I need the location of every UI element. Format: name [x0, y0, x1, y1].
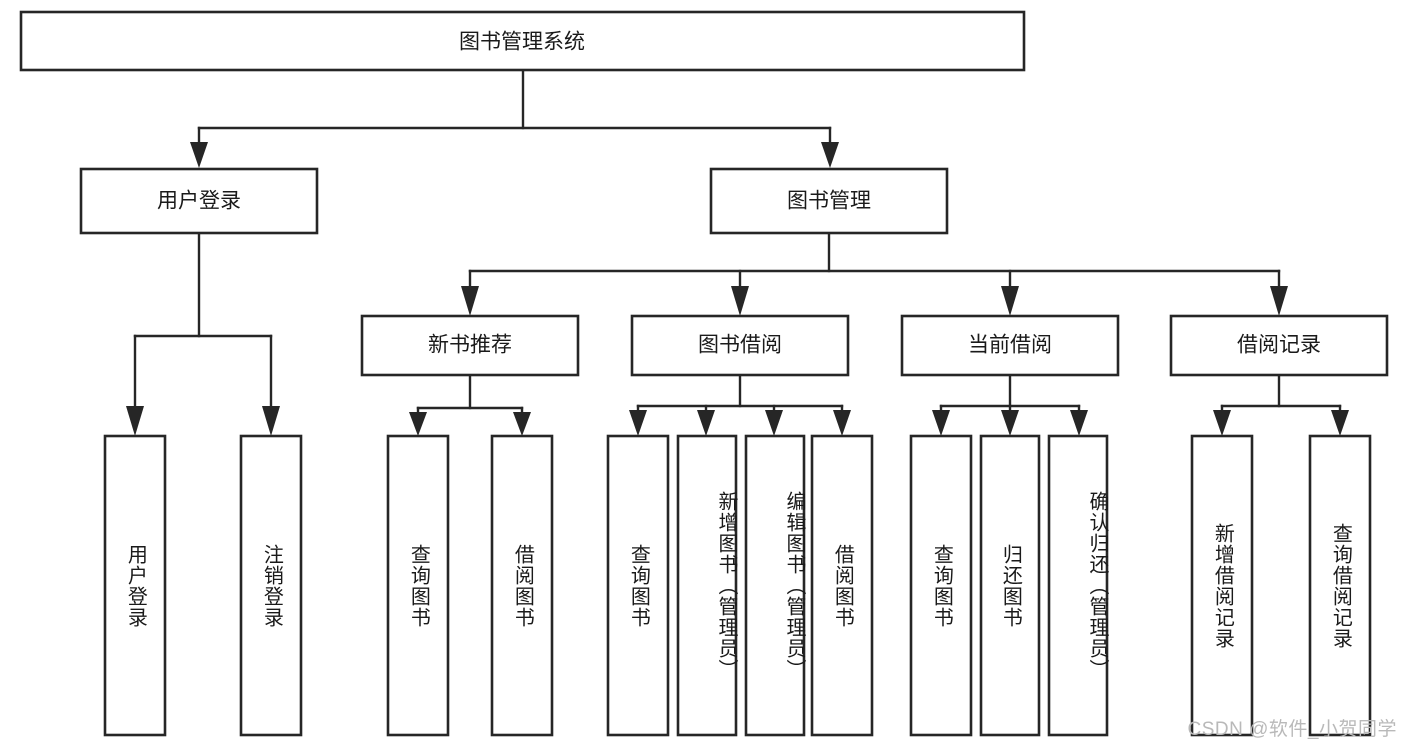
node-box-leaf-borrow-book-2[interactable] — [810, 434, 874, 737]
node-box-leaf-user-login[interactable] — [103, 434, 167, 737]
arrow-head-icon — [1213, 410, 1231, 436]
node-box — [709, 167, 949, 235]
node-box — [19, 10, 1026, 72]
arrow-head-icon — [1001, 286, 1019, 316]
node-box — [360, 314, 580, 377]
arrow-head-icon — [461, 286, 479, 316]
node-book-manage[interactable]: 图书管理 — [709, 167, 949, 235]
arrow-head-icon — [1070, 410, 1088, 436]
arrow-head-icon — [731, 286, 749, 316]
node-label: 用户登录 — [157, 190, 241, 213]
arrow-head-icon — [821, 142, 839, 168]
arrow-head-icon — [409, 412, 427, 436]
arrow-head-icon — [190, 142, 208, 168]
node-box-leaf-query-book-3[interactable] — [909, 434, 973, 737]
node-box-leaf-query-book-2[interactable] — [606, 434, 670, 737]
connector-userlogin-to-leaves — [126, 231, 280, 436]
watermark-text: CSDN @软件_小贺同学 — [1187, 719, 1397, 740]
node-current-borrow[interactable]: 当前借阅 — [900, 314, 1120, 377]
node-box — [1169, 314, 1389, 377]
node-label: 图书借阅 — [698, 334, 782, 357]
leaf-boxes-group — [103, 434, 1372, 737]
node-box-leaf-edit-book[interactable] — [744, 434, 806, 737]
node-box-leaf-return-book[interactable] — [979, 434, 1041, 737]
connector-newbook-to-leaves — [409, 373, 531, 436]
node-label: 借阅记录 — [1237, 334, 1321, 357]
arrow-head-icon — [629, 410, 647, 436]
node-new-book-rec[interactable]: 新书推荐 — [360, 314, 580, 377]
arrow-head-icon — [765, 410, 783, 436]
arrow-head-icon — [262, 406, 280, 436]
node-user-login[interactable]: 用户登录 — [79, 167, 319, 235]
connector-bookborrow-to-leaves — [629, 373, 851, 436]
node-box-leaf-confirm-return[interactable] — [1047, 434, 1109, 737]
node-box-leaf-query-book-1[interactable] — [386, 434, 450, 737]
node-label: 当前借阅 — [968, 334, 1052, 357]
arrow-head-icon — [1001, 410, 1019, 436]
arrow-head-icon — [126, 406, 144, 436]
node-label: 图书管理系统 — [459, 31, 585, 54]
node-label: 图书管理 — [787, 190, 871, 213]
node-book-borrow[interactable]: 图书借阅 — [630, 314, 850, 377]
connector-root-to-level2 — [190, 68, 839, 168]
node-box — [900, 314, 1120, 377]
arrow-head-icon — [513, 412, 531, 436]
node-box-leaf-add-book[interactable] — [676, 434, 738, 737]
connector-bookmanage-to-level3 — [461, 231, 1288, 316]
node-root-system[interactable]: 图书管理系统 — [19, 10, 1026, 72]
arrow-head-icon — [932, 410, 950, 436]
node-borrow-record[interactable]: 借阅记录 — [1169, 314, 1389, 377]
node-box-leaf-add-record[interactable] — [1190, 434, 1254, 737]
node-label: 新书推荐 — [428, 334, 512, 357]
node-box — [79, 167, 319, 235]
node-box — [630, 314, 850, 377]
arrow-head-icon — [833, 410, 851, 436]
arrow-head-icon — [697, 410, 715, 436]
arrow-head-icon — [1270, 286, 1288, 316]
node-box-leaf-query-record[interactable] — [1308, 434, 1372, 737]
node-box-leaf-borrow-book-1[interactable] — [490, 434, 554, 737]
arrow-head-icon — [1331, 410, 1349, 436]
connector-currentborrow-to-leaves — [932, 373, 1088, 436]
connector-borrowrecord-to-leaves — [1213, 373, 1349, 436]
node-box-leaf-logout-login[interactable] — [239, 434, 303, 737]
